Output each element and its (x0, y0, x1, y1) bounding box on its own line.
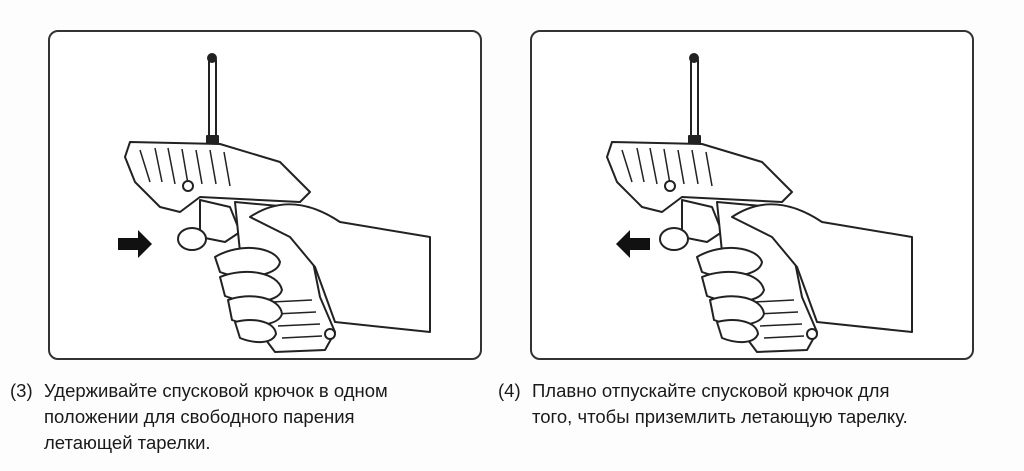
illustration-panel-release (530, 30, 974, 360)
caption-line: летающей тарелки. (44, 432, 211, 453)
arrow-left-icon (616, 230, 650, 258)
caption-line: положении для свободного парения (44, 406, 355, 427)
arrow-right-icon (118, 230, 152, 258)
illustration-panel-hold (48, 30, 482, 360)
hand-releasing-remote-illustration (606, 53, 913, 353)
caption-line: Плавно отпускайте спусковой крючок для (532, 380, 890, 401)
hand-holding-remote-illustration (118, 53, 431, 353)
step-number: (4) (498, 380, 521, 401)
caption-line: того, чтобы приземлить летающую тарелку. (532, 406, 908, 427)
step-number: (3) (10, 380, 33, 401)
caption-line: Удерживайте спусковой крючок в одном (44, 380, 388, 401)
